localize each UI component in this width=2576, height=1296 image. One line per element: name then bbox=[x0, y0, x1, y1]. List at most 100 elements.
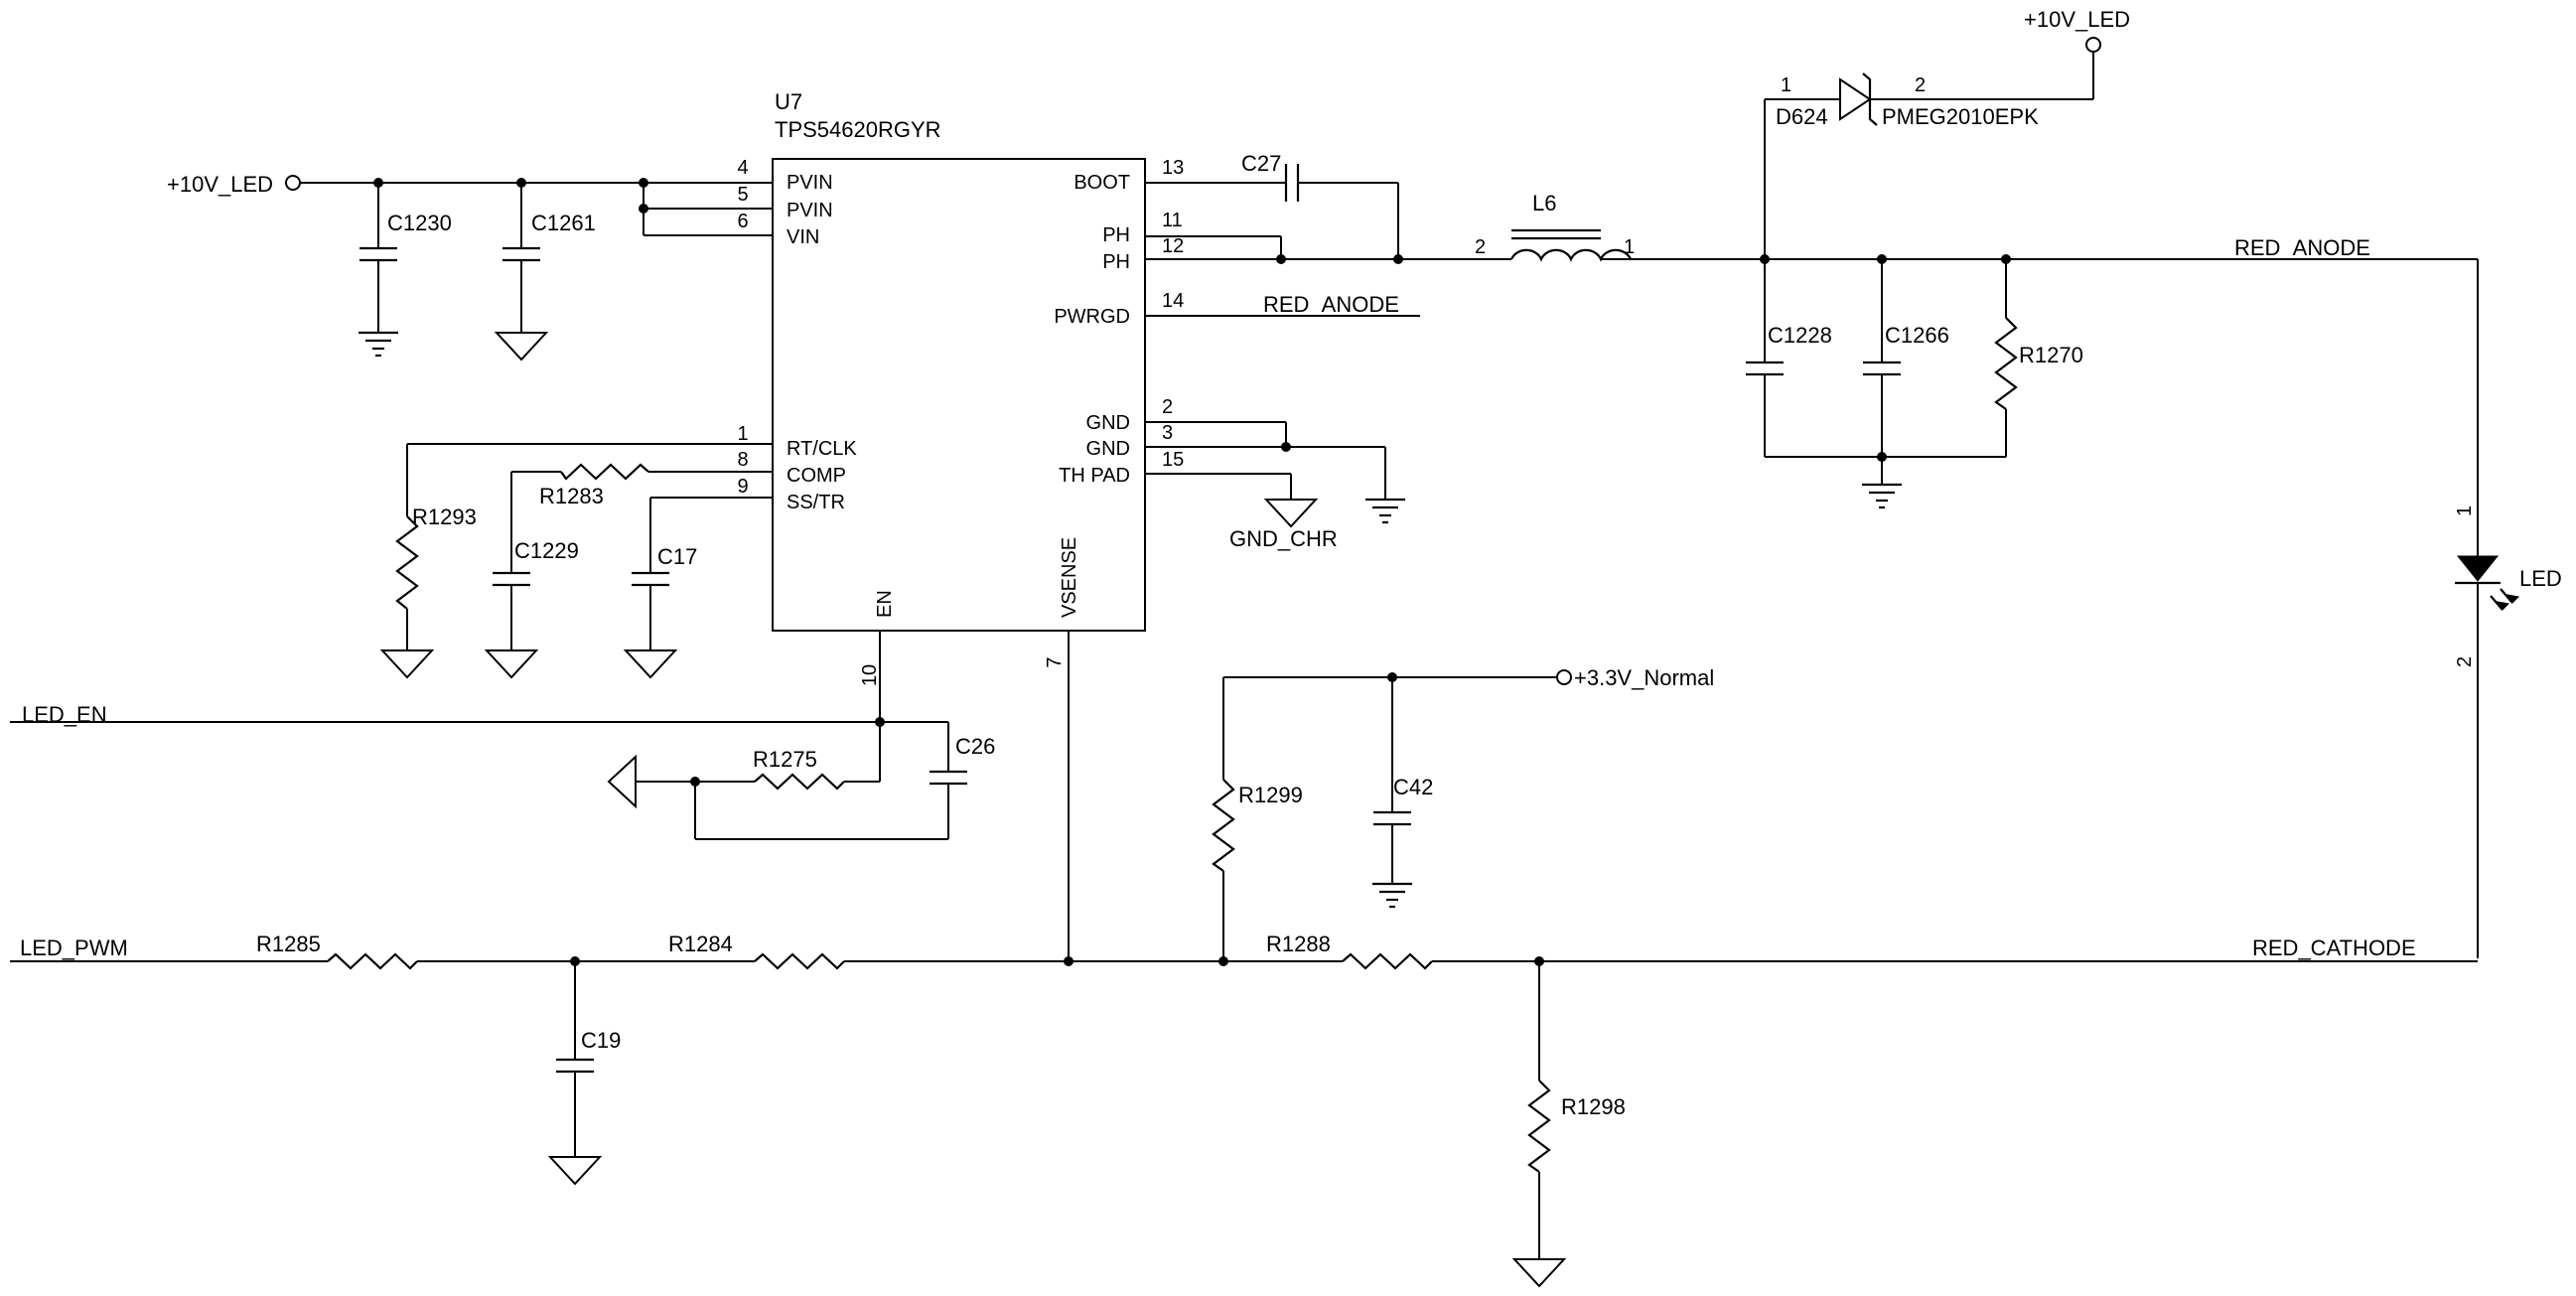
svg-text:2: 2 bbox=[1162, 396, 1173, 418]
svg-text:13: 13 bbox=[1162, 157, 1184, 179]
svg-text:2: 2 bbox=[2454, 656, 2476, 667]
ground-symbol-output bbox=[1862, 483, 1902, 509]
svg-text:C1228: C1228 bbox=[1768, 323, 1832, 348]
led-pwm-net-label: LED_PWM bbox=[20, 936, 128, 960]
enable-section: LED_EN C26 R1275 bbox=[10, 631, 995, 840]
v33-terminal bbox=[1556, 669, 1572, 685]
svg-text:C17: C17 bbox=[657, 544, 697, 569]
svg-text:11: 11 bbox=[1162, 210, 1183, 231]
svg-text:7: 7 bbox=[1044, 656, 1066, 667]
svg-text:1: 1 bbox=[1781, 74, 1791, 96]
svg-text:C42: C42 bbox=[1393, 775, 1433, 799]
resistor-r1299: R1299 bbox=[1212, 779, 1303, 872]
capacitor-c1229: C1229 bbox=[493, 538, 579, 587]
svg-text:VIN: VIN bbox=[787, 226, 819, 248]
ic-u7: U7 TPS54620RGYR PVIN 4 PVIN 5 VIN 6 RT/C… bbox=[737, 89, 1184, 686]
svg-text:EN: EN bbox=[874, 590, 896, 618]
svg-text:15: 15 bbox=[1162, 449, 1184, 471]
ground-triangle-r1293 bbox=[379, 649, 435, 679]
capacitor-c42: C42 bbox=[1373, 775, 1433, 826]
capacitor-c1230: C1230 bbox=[359, 183, 452, 333]
svg-text:C1230: C1230 bbox=[387, 211, 452, 235]
red-cathode-net-label: RED_CATHODE bbox=[2252, 936, 2416, 960]
svg-text:GND: GND bbox=[1086, 412, 1130, 434]
pin-rtclk-1: RT/CLK 1 bbox=[737, 423, 857, 460]
svg-text:PVIN: PVIN bbox=[787, 172, 833, 194]
pin-boot-13: BOOT 13 bbox=[1073, 157, 1184, 194]
switch-node-section: C27 RED_ANODE GND_CHR bbox=[1145, 151, 1504, 551]
svg-text:R1270: R1270 bbox=[2019, 343, 2083, 367]
v10-input-terminal bbox=[285, 175, 301, 191]
ground-symbol-c42 bbox=[1372, 882, 1412, 909]
svg-text:1: 1 bbox=[1624, 236, 1635, 258]
capacitor-c1261: C1261 bbox=[502, 183, 596, 333]
pin-gnd-3: GND 3 bbox=[1086, 422, 1174, 460]
svg-text:PH: PH bbox=[1102, 251, 1130, 273]
pin-vin-6: VIN 6 bbox=[737, 211, 819, 248]
resistor-r1298: R1298 bbox=[1527, 1080, 1626, 1173]
pin-ph-12: PH 12 bbox=[1102, 235, 1184, 273]
pin-vsense-7: VSENSE 7 bbox=[1044, 537, 1080, 668]
pin-pwrgd-14: PWRGD 14 bbox=[1054, 290, 1184, 328]
pin-thpad-15: TH PAD 15 bbox=[1059, 449, 1184, 487]
chip-designator: U7 bbox=[775, 89, 802, 114]
ground-triangle-c19 bbox=[547, 1156, 603, 1186]
diode-d624: +10V_LED 1 2 D624 PMEG2010EPK bbox=[1764, 7, 2130, 259]
inductor-l6: L6 2 1 bbox=[1475, 191, 1635, 262]
ground-symbol-chip bbox=[1365, 498, 1405, 524]
svg-text:9: 9 bbox=[737, 476, 748, 498]
pin-pvin-5: PVIN 5 bbox=[737, 184, 832, 221]
resistor-r1283: R1283 bbox=[539, 463, 649, 508]
pwm-sense-section: LED_PWM R1285 C19 R1284 +3.3V_Normal bbox=[10, 631, 2478, 1288]
svg-text:PWRGD: PWRGD bbox=[1054, 306, 1130, 328]
svg-text:R1285: R1285 bbox=[256, 932, 321, 956]
ground-triangle-c1229 bbox=[484, 649, 539, 679]
svg-text:R1293: R1293 bbox=[412, 504, 477, 529]
gnd-chr-label: GND_CHR bbox=[1229, 526, 1338, 551]
svg-text:C1229: C1229 bbox=[514, 538, 579, 563]
pin-ph-11: PH 11 bbox=[1102, 210, 1183, 246]
svg-text:R1299: R1299 bbox=[1238, 783, 1303, 807]
svg-text:4: 4 bbox=[737, 157, 748, 179]
pwrgd-net-label: RED_ANODE bbox=[1263, 292, 1399, 317]
gnd-chr-triangle bbox=[1263, 499, 1319, 528]
compensation-section: R1293 R1283 C1229 C17 bbox=[379, 443, 773, 679]
svg-text:PMEG2010EPK: PMEG2010EPK bbox=[1882, 104, 2039, 129]
resistor-r1293: R1293 bbox=[395, 504, 477, 610]
svg-text:VSENSE: VSENSE bbox=[1059, 537, 1080, 618]
svg-text:R1283: R1283 bbox=[539, 484, 604, 508]
svg-text:SS/TR: SS/TR bbox=[787, 492, 845, 513]
pin-sstr-9: SS/TR 9 bbox=[737, 476, 844, 513]
led-label: LED bbox=[2519, 566, 2562, 591]
svg-text:C19: C19 bbox=[581, 1028, 621, 1053]
ground-triangle-r1298 bbox=[1511, 1258, 1567, 1288]
ground-triangle-en bbox=[607, 754, 637, 809]
resistor-r1285: R1285 bbox=[256, 932, 418, 970]
svg-text:5: 5 bbox=[737, 184, 748, 206]
svg-text:2: 2 bbox=[1475, 236, 1486, 258]
svg-text:COMP: COMP bbox=[787, 465, 846, 487]
led-d-red: LED 1 2 bbox=[2454, 259, 2562, 958]
svg-text:BOOT: BOOT bbox=[1073, 172, 1130, 194]
svg-text:PH: PH bbox=[1102, 224, 1130, 246]
svg-text:R1288: R1288 bbox=[1266, 932, 1331, 956]
svg-text:6: 6 bbox=[737, 211, 748, 232]
v10-diode-label: +10V_LED bbox=[2024, 7, 2130, 32]
v10-diode-terminal bbox=[2085, 37, 2101, 53]
svg-text:R1275: R1275 bbox=[753, 747, 817, 772]
led-en-net-label: LED_EN bbox=[22, 702, 107, 727]
chip-part: TPS54620RGYR bbox=[775, 117, 941, 142]
svg-text:10: 10 bbox=[859, 664, 881, 686]
svg-text:R1298: R1298 bbox=[1561, 1094, 1626, 1119]
svg-text:PVIN: PVIN bbox=[787, 200, 833, 221]
svg-text:C1266: C1266 bbox=[1885, 323, 1949, 348]
capacitor-c27: C27 bbox=[1241, 151, 1300, 202]
v33-label: +3.3V_Normal bbox=[1574, 665, 1714, 690]
svg-text:RT/CLK: RT/CLK bbox=[787, 438, 857, 460]
svg-text:C1261: C1261 bbox=[531, 211, 596, 235]
svg-text:12: 12 bbox=[1162, 235, 1184, 257]
svg-text:C26: C26 bbox=[955, 734, 995, 759]
pin-comp-8: COMP 8 bbox=[737, 449, 846, 487]
resistor-r1288: R1288 bbox=[1266, 932, 1433, 970]
